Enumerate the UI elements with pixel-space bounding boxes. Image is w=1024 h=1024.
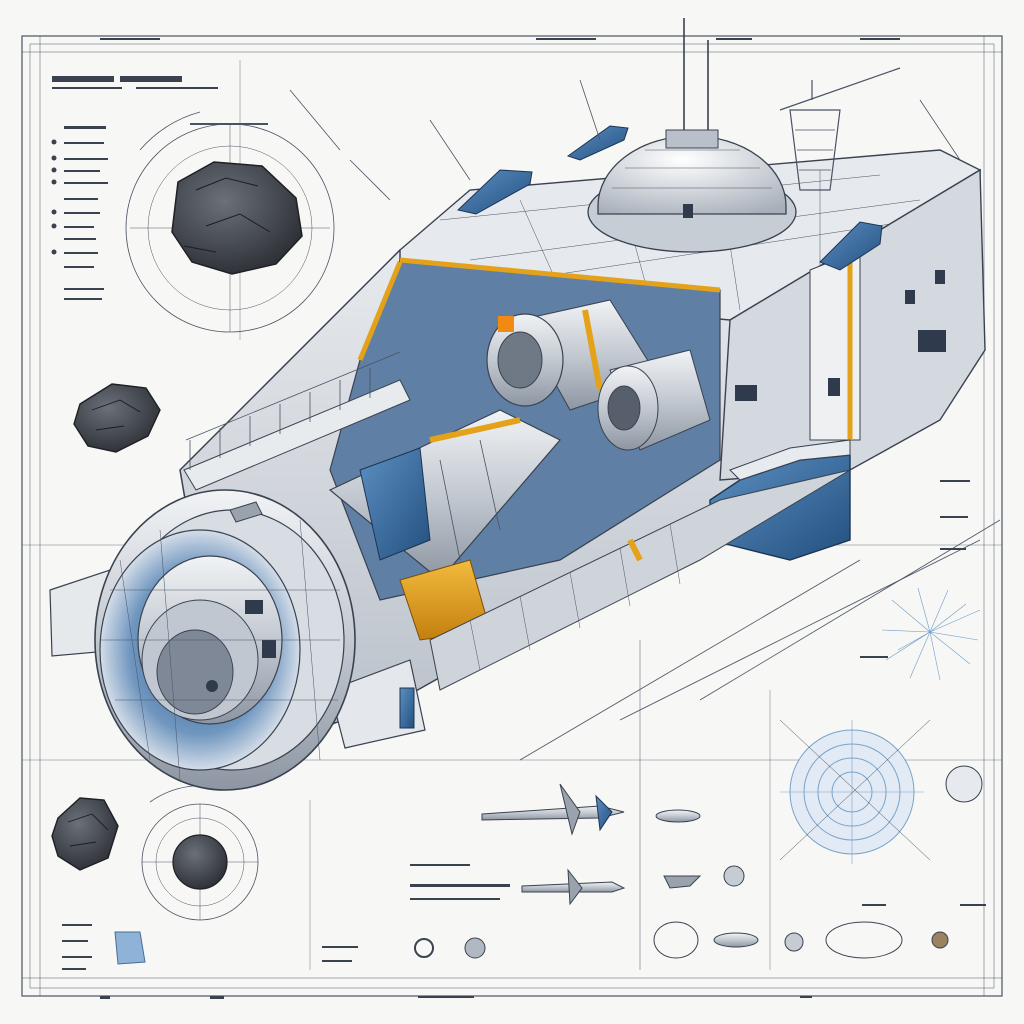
annotation-lines	[289, 79, 1001, 761]
side-deck	[183, 379, 411, 491]
annotation-scribbles	[62, 38, 986, 999]
space-station-cutaway	[49, 18, 986, 791]
observation-dome	[587, 18, 797, 253]
blueprint-frame	[21, 35, 1003, 997]
asteroid-diagram-top	[125, 111, 335, 333]
asteroid-small-left	[73, 383, 161, 453]
title-block-marks	[51, 76, 218, 300]
asteroid-bottom-left	[51, 797, 119, 871]
starburst-sketch	[881, 587, 981, 681]
interior-cylinder-small	[597, 349, 711, 451]
planet-orbit-diagram	[141, 785, 259, 921]
docking-ring	[94, 489, 356, 791]
spacecraft-sketches	[114, 783, 949, 965]
target-diagram	[779, 719, 983, 864]
antenna-tower	[779, 67, 901, 191]
